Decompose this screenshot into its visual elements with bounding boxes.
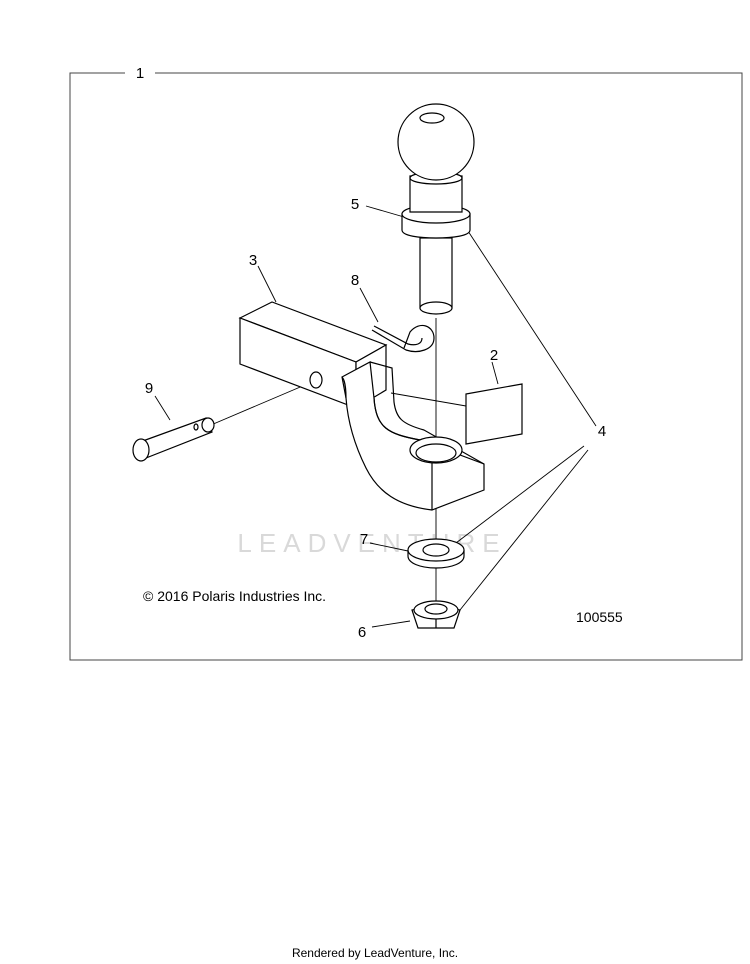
callout-2[interactable]: 2 [490,347,498,364]
copyright-notice: © 2016 Polaris Industries Inc. [143,588,326,604]
hitch-pin [132,417,215,462]
hitch-ball [397,103,475,315]
hairpin-clip [371,324,435,353]
rendered-by-footer: Rendered by LeadVenture, Inc. [291,946,459,960]
callout-5[interactable]: 5 [351,196,359,213]
hex-nut [411,600,461,629]
leader-lines [154,205,597,628]
drawbar-bracket [341,361,485,511]
figure-number: 100555 [576,609,623,625]
callout-6[interactable]: 6 [358,624,366,641]
callout-4[interactable]: 4 [598,423,606,440]
lock-washer [407,538,465,569]
callout-3[interactable]: 3 [249,252,257,269]
callout-8[interactable]: 8 [351,272,359,289]
callout-1[interactable]: 1 [136,65,144,82]
shank-pin-hole [309,371,323,389]
callout-7[interactable]: 7 [360,531,368,548]
decal [465,383,523,445]
callout-9[interactable]: 9 [145,380,153,397]
assembly-frame [69,72,743,661]
